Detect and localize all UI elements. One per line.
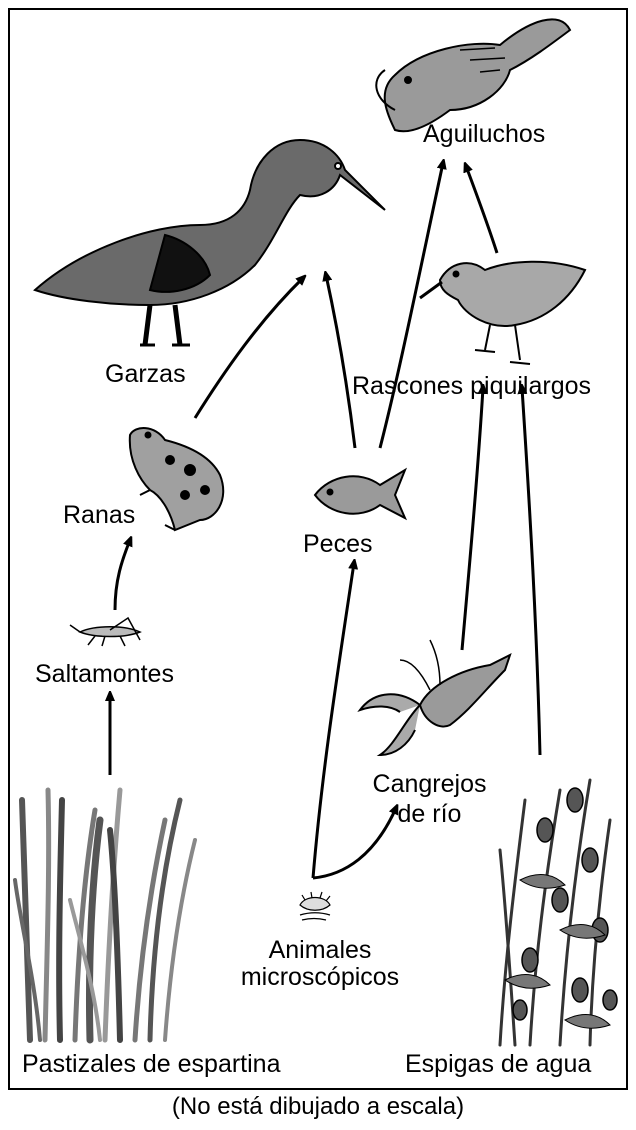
- hawk-illustration: [376, 19, 570, 131]
- label-animales-line2: microscópicos: [230, 963, 410, 992]
- microscopic-animal-illustration: [300, 892, 330, 920]
- label-cangrejos-line1: Cangrejos: [362, 770, 497, 799]
- label-ranas: Ranas: [63, 501, 135, 530]
- heron-illustration: [35, 140, 385, 345]
- label-animales-line1: Animales: [230, 936, 410, 965]
- arrow-fish-to-hawk: [380, 163, 443, 448]
- arrow-frog-to-heron: [195, 278, 303, 418]
- label-saltamontes: Saltamontes: [35, 660, 174, 689]
- grasshopper-illustration: [70, 618, 140, 646]
- crayfish-illustration: [360, 640, 510, 755]
- label-aguiluchos: Aguiluchos: [423, 120, 545, 149]
- arrow-waterspikes-to-rail: [522, 388, 540, 755]
- label-pastizales: Pastizales de espartina: [22, 1050, 280, 1079]
- water-spikes-illustration: [500, 780, 617, 1045]
- label-garzas: Garzas: [105, 360, 186, 389]
- label-cangrejos-line2: de río: [362, 800, 497, 829]
- label-espigas: Espigas de agua: [405, 1050, 591, 1079]
- arrow-crayfish-to-rail: [462, 388, 483, 650]
- cordgrass-illustration: [15, 790, 195, 1040]
- arrow-microscopic-to-fish: [313, 563, 354, 878]
- label-peces: Peces: [303, 530, 372, 559]
- label-rascones: Rascones piquilargos: [352, 372, 591, 401]
- frog-illustration: [130, 428, 223, 530]
- scale-caption: (No está dibujado a escala): [0, 1093, 636, 1121]
- rail-illustration: [420, 262, 585, 364]
- arrow-rail-to-hawk: [466, 166, 497, 253]
- fish-illustration: [315, 470, 405, 518]
- arrow-grasshopper-to-frog: [115, 540, 130, 610]
- arrow-fish-to-heron: [326, 275, 355, 448]
